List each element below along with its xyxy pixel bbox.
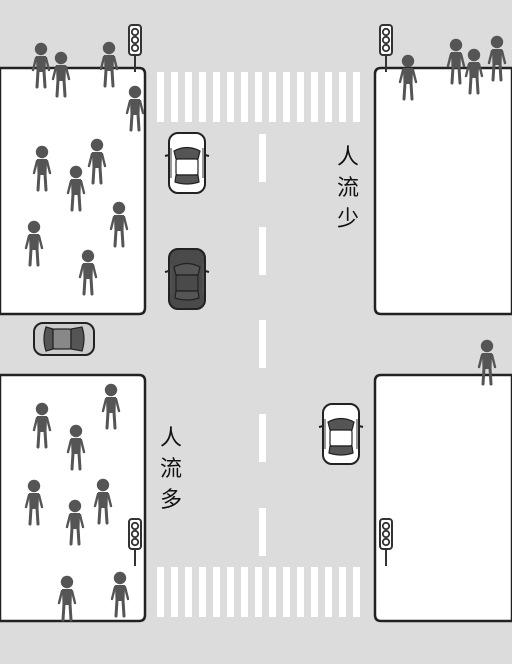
label-char: 流: [337, 176, 359, 201]
crosswalk-bottom: [157, 567, 360, 617]
car-icon: [164, 132, 210, 194]
label-many-people: 人 流 多: [160, 426, 182, 513]
label-char: 多: [160, 488, 182, 513]
block-bottom-left: [0, 373, 147, 623]
center-lane-markings: [259, 134, 266, 556]
label-char: 流: [160, 457, 182, 482]
label-few-people: 人 流 少: [337, 145, 359, 232]
crosswalk-top: [157, 72, 360, 122]
car-icon: [164, 248, 210, 310]
label-char: 人: [337, 145, 359, 170]
block-bottom-right: [373, 373, 512, 623]
car-icon: [318, 403, 364, 465]
car-icon: [33, 322, 95, 356]
label-char: 人: [160, 426, 182, 451]
block-top-right: [373, 66, 512, 316]
label-char: 少: [337, 207, 359, 232]
